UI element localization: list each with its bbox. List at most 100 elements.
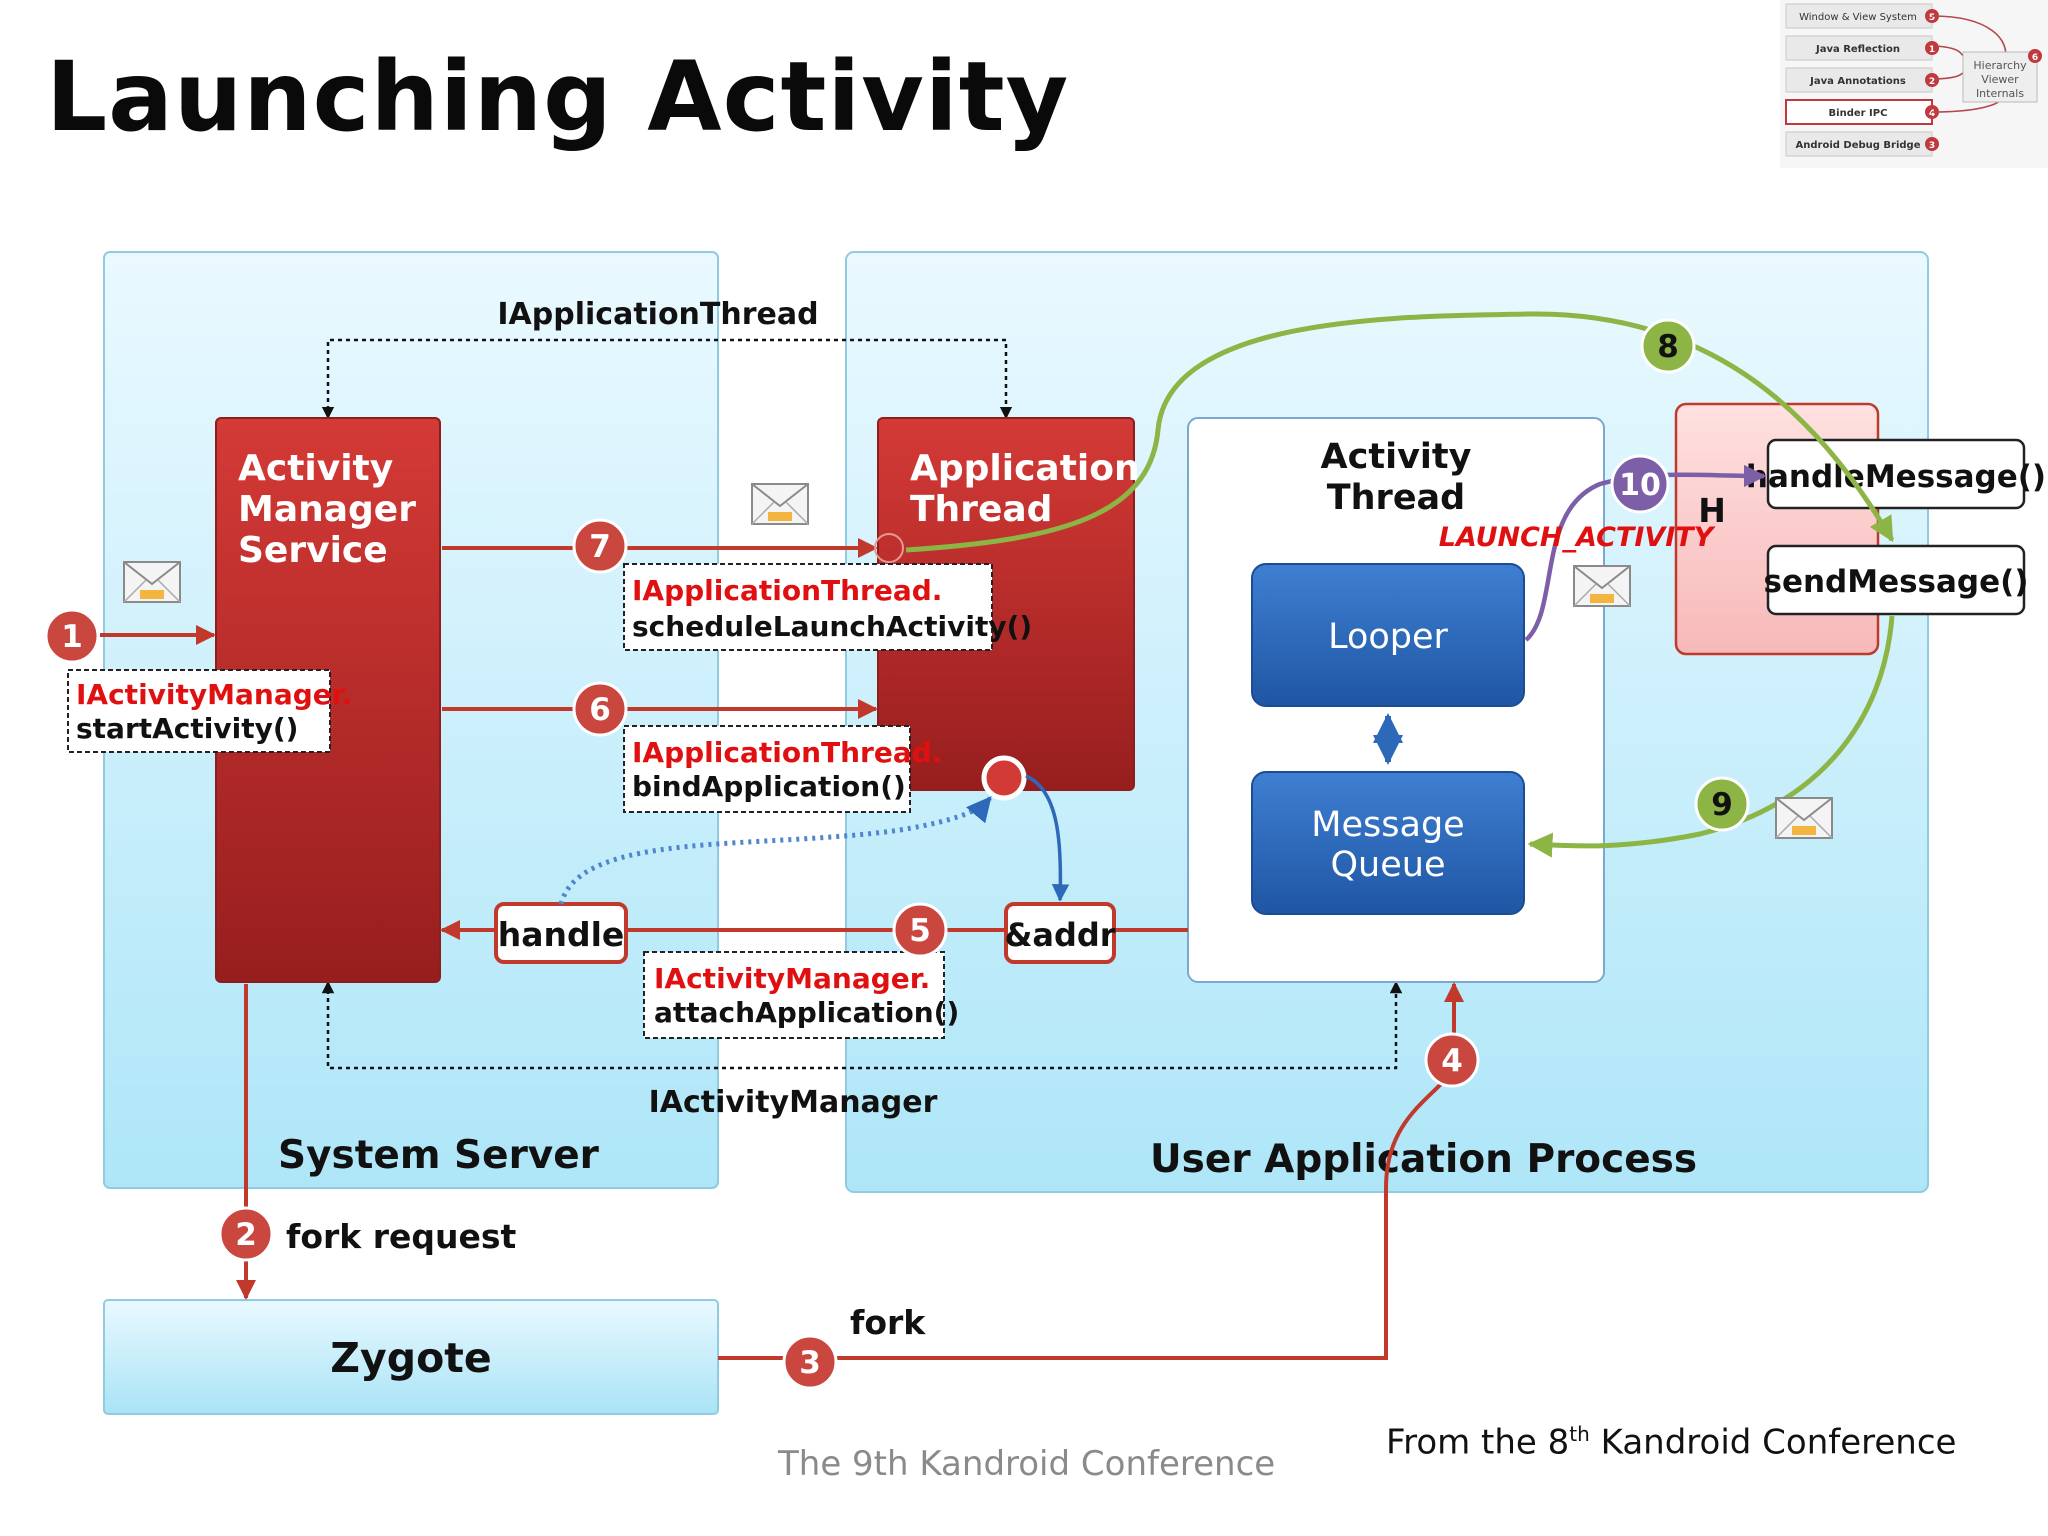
source-credit-sup: th: [1569, 1422, 1590, 1446]
step-badge-6: 6: [572, 681, 628, 737]
ams-label-1: Activity: [238, 448, 393, 489]
step-badge-number: 6: [589, 692, 611, 728]
step-badge-5: 5: [892, 902, 948, 958]
step-badge-10: 10: [1610, 454, 1670, 514]
step-badge-7: 7: [572, 518, 628, 574]
zygote-label: Zygote: [330, 1334, 491, 1382]
schedule-launch-iface: IApplicationThread.: [632, 574, 942, 607]
inset-item-label: Java Annotations: [1809, 76, 1906, 87]
inset-item-num: 1: [1929, 45, 1935, 55]
step-badge-number: 2: [235, 1217, 257, 1253]
attach-application-callout: [643, 951, 945, 1039]
intent-envelope-icon-3: [1573, 565, 1631, 607]
app-thread-label-2: Thread: [910, 489, 1052, 530]
ams-label-2: Manager: [238, 489, 416, 530]
inset-item-badge: [1925, 73, 1939, 87]
binder-node: [981, 755, 1027, 801]
bind-application-callout: [623, 725, 911, 813]
step-badge-circle: [1610, 454, 1670, 514]
step-badge-number: 10: [1619, 468, 1661, 503]
activity-thread-label-2: Thread: [1327, 478, 1465, 518]
addr-label: &addr: [1004, 916, 1115, 954]
inset-item-num: 4: [1929, 109, 1935, 119]
step-badge-number: 5: [909, 913, 931, 949]
inset-item-box: [1785, 35, 1933, 61]
intent-envelope-icon-2: [751, 483, 809, 525]
arrow-8-send-message: [905, 311, 1895, 553]
inset-item-num: 5: [1929, 13, 1935, 23]
step-badge-circle: [1694, 776, 1750, 832]
attach-application-method: attachApplication(): [654, 996, 959, 1029]
app-thread-label-1: Application: [910, 448, 1140, 489]
inset-item-box: [1785, 3, 1933, 29]
arrow-10-dispatch: [1524, 464, 1767, 642]
looper-label: Looper: [1328, 617, 1448, 657]
handler-h-label: H: [1698, 491, 1726, 530]
system-server-label: System Server: [278, 1133, 600, 1178]
inset-side-num: 6: [2032, 53, 2038, 63]
step-badge-circle: [1424, 1032, 1480, 1088]
activity-thread-label-1: Activity: [1321, 437, 1472, 477]
inset-item-label: Java Reflection: [1815, 44, 1900, 55]
step-badge-2: 2: [218, 1206, 274, 1262]
inset-item-label: Binder IPC: [1829, 108, 1888, 119]
step-badge-number: 3: [799, 1345, 821, 1381]
step-badge-number: 9: [1711, 787, 1733, 823]
iapplicationthread-link: [321, 338, 1013, 420]
looper-box: [1251, 563, 1525, 707]
start-activity-method: startActivity(): [76, 712, 298, 745]
binder-handle-link: [558, 796, 992, 905]
step-badge-9: 9: [1694, 776, 1750, 832]
attach-application-iface: IActivityManager.: [654, 962, 930, 995]
source-credit-post: Kandroid Conference: [1589, 1422, 1957, 1463]
inset-item-badge: [1925, 41, 1939, 55]
fork-label: fork: [850, 1303, 926, 1342]
iactivitymanager-link: [321, 980, 1403, 1070]
iapplicationthread-label: IApplicationThread: [497, 297, 818, 332]
app-thread-port: [874, 533, 904, 563]
fork-request-label: fork request: [286, 1217, 517, 1256]
step-badge-8: 8: [1640, 318, 1696, 374]
step-badge-1: 1: [44, 608, 100, 664]
bind-application-method: bindApplication(): [632, 770, 906, 803]
addr-box: [1004, 902, 1116, 964]
start-activity-iface: IActivityManager.: [76, 678, 352, 711]
schedule-launch-method: scheduleLaunchActivity(): [632, 610, 1032, 643]
launch-activity-label: LAUNCH_ACTIVITY: [1439, 522, 1716, 553]
intent-envelope-icon-1: [123, 561, 181, 603]
ams-label-3: Service: [238, 530, 388, 571]
step-badge-circle: [572, 518, 628, 574]
step-badge-number: 8: [1657, 329, 1679, 365]
inset-side-line-3: Internals: [1976, 87, 2024, 100]
step-badge-number: 4: [1441, 1043, 1463, 1079]
intent-envelope-icon-4: [1775, 797, 1833, 839]
message-queue-label-1: Message: [1311, 805, 1464, 845]
user-process-label: User Application Process: [1150, 1137, 1697, 1182]
inset-item-num: 3: [1929, 141, 1935, 151]
message-queue-label-2: Queue: [1331, 845, 1446, 885]
send-message-label: sendMessage(): [1764, 564, 2029, 600]
step-badge-circle: [782, 1334, 838, 1390]
inset-item-badge: [1925, 137, 1939, 151]
schedule-launch-callout: [623, 563, 993, 651]
message-queue-box: [1251, 771, 1525, 915]
inset-item-label: Window & View System: [1799, 12, 1917, 23]
step-badge-number: 1: [61, 619, 83, 655]
source-credit: From the 8th Kandroid Conference: [1386, 1422, 1956, 1462]
bind-application-iface: IApplicationThread.: [632, 736, 942, 769]
handle-label: handle: [498, 915, 625, 954]
inset-side-line-1: Hierarchy: [1973, 59, 2027, 72]
inset-side-line-2: Viewer: [1981, 73, 2019, 86]
send-message-box: [1766, 544, 2026, 616]
page-title: Launching Activity: [46, 41, 1070, 153]
conference-footer: The 9th Kandroid Conference: [778, 1444, 1276, 1484]
step-badge-3: 3: [782, 1334, 838, 1390]
inset-item-box: [1785, 99, 1933, 125]
iactivitymanager-label: IActivityManager: [649, 1085, 938, 1120]
handle-message-label: handleMessage(): [1746, 459, 2046, 495]
step-badge-circle: [892, 902, 948, 958]
step-badge-circle: [44, 608, 100, 664]
source-credit-pre: From the 8: [1386, 1422, 1570, 1463]
